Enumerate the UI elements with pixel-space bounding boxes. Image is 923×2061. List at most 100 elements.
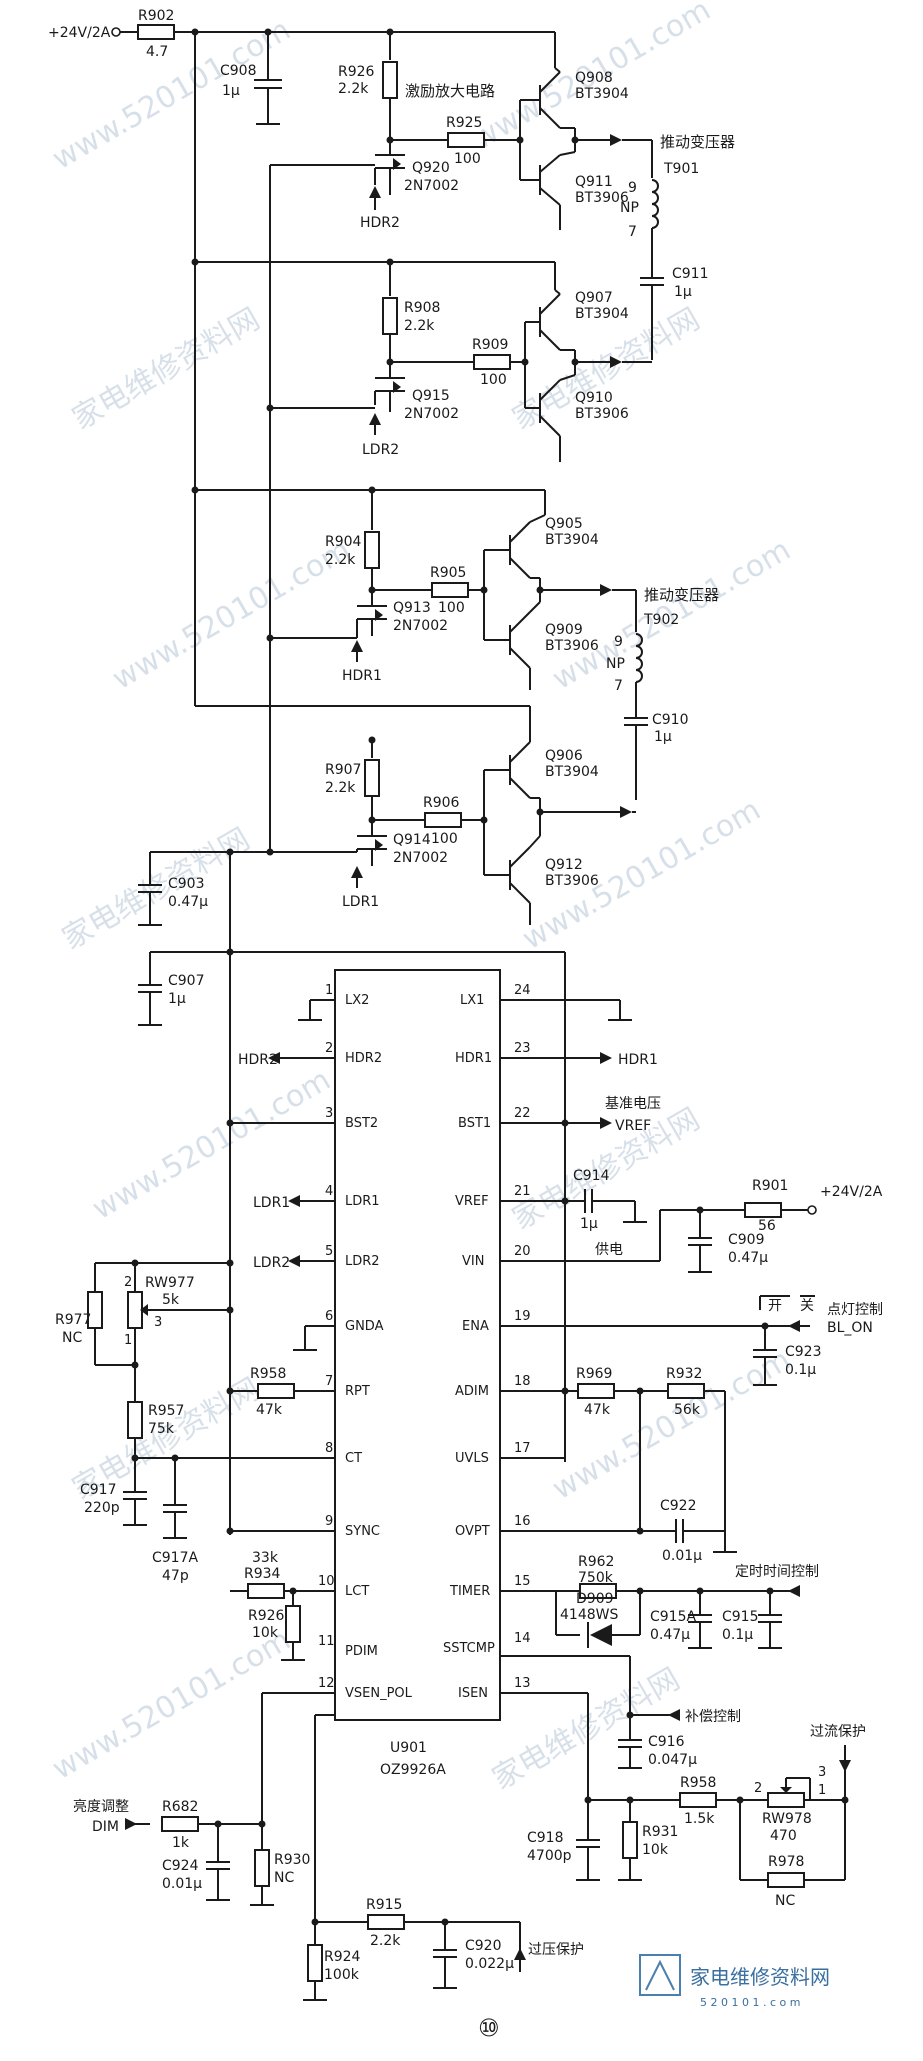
Q912-ref: Q912 (545, 857, 583, 873)
Q911-value: BT3906 (575, 190, 629, 206)
watermark-text: www.520101.com (107, 532, 357, 697)
Q915-value: 2N7002 (404, 406, 459, 422)
watermark-cn: 家电维修资料网 (57, 822, 256, 957)
R962-ref: R962 (578, 1554, 614, 1570)
pin-name: OVPT (455, 1524, 490, 1539)
Q910-ref: Q910 (575, 390, 613, 406)
RW977-ref: RW977 (145, 1275, 195, 1291)
R931-ref: R931 (642, 1824, 678, 1840)
left-net-ldr1: LDR1 (253, 1195, 290, 1211)
R915-ref: R915 (366, 1897, 402, 1913)
pin-num: 13 (514, 1676, 531, 1691)
R902-value: 4.7 (146, 44, 168, 60)
R908-ref: R908 (404, 300, 440, 316)
resistor-R905 (431, 582, 469, 598)
R925-value: 100 (454, 151, 481, 167)
resistor-R915 (367, 1914, 405, 1930)
R926b-value: 10k (252, 1625, 279, 1641)
drive-stage-label: 激励放大电路 (405, 82, 495, 100)
pin-num: 3 (325, 1106, 333, 1121)
pin-name: HDR2 (345, 1051, 382, 1066)
R958a-value: 47k (256, 1402, 283, 1418)
C915A-ref: C915A (650, 1609, 696, 1625)
pin-name: SYNC (345, 1524, 380, 1539)
R915-value: 2.2k (370, 1933, 401, 1949)
C920-ref: C920 (465, 1938, 502, 1954)
Q914-ref: Q914 (393, 832, 431, 848)
RW978-value: 470 (770, 1828, 797, 1844)
comp-ctrl-label: 补偿控制 (685, 1709, 741, 1725)
pin-num: 5 (325, 1244, 333, 1259)
ovp-label: 过压保护 (528, 1942, 584, 1958)
switch-off-label: 关 (800, 1298, 814, 1314)
resistor-R906 (424, 812, 462, 828)
resistor-R930 (254, 1849, 270, 1887)
timer-ctrl-label: 定时时间控制 (735, 1564, 819, 1580)
switch-on-label: 开 (768, 1298, 782, 1314)
C917A-value: 47p (162, 1568, 189, 1584)
pin-num: 17 (514, 1441, 531, 1456)
R682-ref: R682 (162, 1799, 198, 1815)
R901-ref: R901 (752, 1178, 788, 1194)
Q911-ref: Q911 (575, 174, 613, 190)
R930-value: NC (274, 1870, 294, 1886)
ocp-label: 过流保护 (810, 1724, 866, 1740)
supply-terminal (111, 27, 121, 37)
ic-left-pins: LX2 1 HDR2 2 BST2 3 LDR1 4 LDR2 5 GNDA 6… (318, 983, 413, 1701)
resistor-R926-lct (285, 1605, 301, 1643)
pin-name: ENA (462, 1319, 489, 1334)
pin-name: ADIM (455, 1384, 489, 1399)
pin-name: LCT (345, 1584, 369, 1599)
T901-winding (651, 179, 659, 229)
pin-num: 18 (514, 1374, 531, 1389)
pin-num: 16 (514, 1514, 531, 1529)
ic-right-pins: LX1 24 HDR1 23 BST1 22 VREF 21 VIN 20 EN… (443, 983, 531, 1701)
R969-value: 47k (584, 1402, 611, 1418)
R909-value: 100 (480, 372, 507, 388)
C909-ref: C909 (728, 1232, 765, 1248)
pin-num: 12 (318, 1676, 335, 1691)
T902-winding (635, 633, 643, 683)
resistor-R932 (667, 1383, 705, 1399)
logo-url: 5 2 0 1 0 1 . c o m (700, 1996, 800, 2009)
resistor-R926 (382, 61, 398, 99)
C911-ref: C911 (672, 266, 709, 282)
C920-value: 0.022μ (465, 1956, 514, 1972)
Q907-value: BT3904 (575, 306, 629, 322)
logo-text: 家电维修资料网 (690, 1965, 830, 1989)
resistor-R907 (364, 759, 380, 797)
light-ctrl-label: 点灯控制 (827, 1302, 883, 1318)
C924-ref: C924 (162, 1858, 199, 1874)
Q913-ref: Q913 (393, 600, 431, 616)
net-hdr1: HDR1 (342, 668, 382, 684)
R905-value: 100 (438, 600, 465, 616)
watermark-cn: 家电维修资料网 (67, 302, 266, 437)
Q909-ref: Q909 (545, 622, 583, 638)
net-ldr1: LDR1 (342, 894, 379, 910)
pin-name: ISEN (458, 1686, 488, 1701)
R924-value: 100k (324, 1967, 360, 1983)
R924-ref: R924 (324, 1949, 361, 1965)
pin-num: 9 (325, 1514, 333, 1529)
T901-np: NP (620, 200, 639, 216)
diode-D909 (590, 1624, 612, 1646)
C915-value: 0.1μ (722, 1627, 753, 1643)
svg-text:3: 3 (154, 1315, 162, 1330)
Q915-ref: Q915 (412, 388, 450, 404)
pin-num: 8 (325, 1441, 333, 1456)
resistor-R901 (744, 1202, 782, 1218)
R902-ref: R902 (138, 8, 174, 24)
C922-ref: C922 (660, 1498, 697, 1514)
T901-pin9: 9 (628, 180, 637, 196)
D909-value: 4148WS (560, 1607, 618, 1623)
pin-name: LDR2 (345, 1254, 380, 1269)
R958b-ref: R958 (680, 1775, 716, 1791)
ic-U901 (334, 969, 501, 1721)
resistor-R908 (382, 297, 398, 335)
T902-pin9: 9 (614, 634, 623, 650)
R932-ref: R932 (666, 1366, 702, 1382)
C915A-value: 0.47μ (650, 1627, 690, 1643)
pin-num: 1 (325, 983, 333, 998)
T902-np: NP (606, 656, 625, 672)
pin-num: 2 (325, 1041, 333, 1056)
